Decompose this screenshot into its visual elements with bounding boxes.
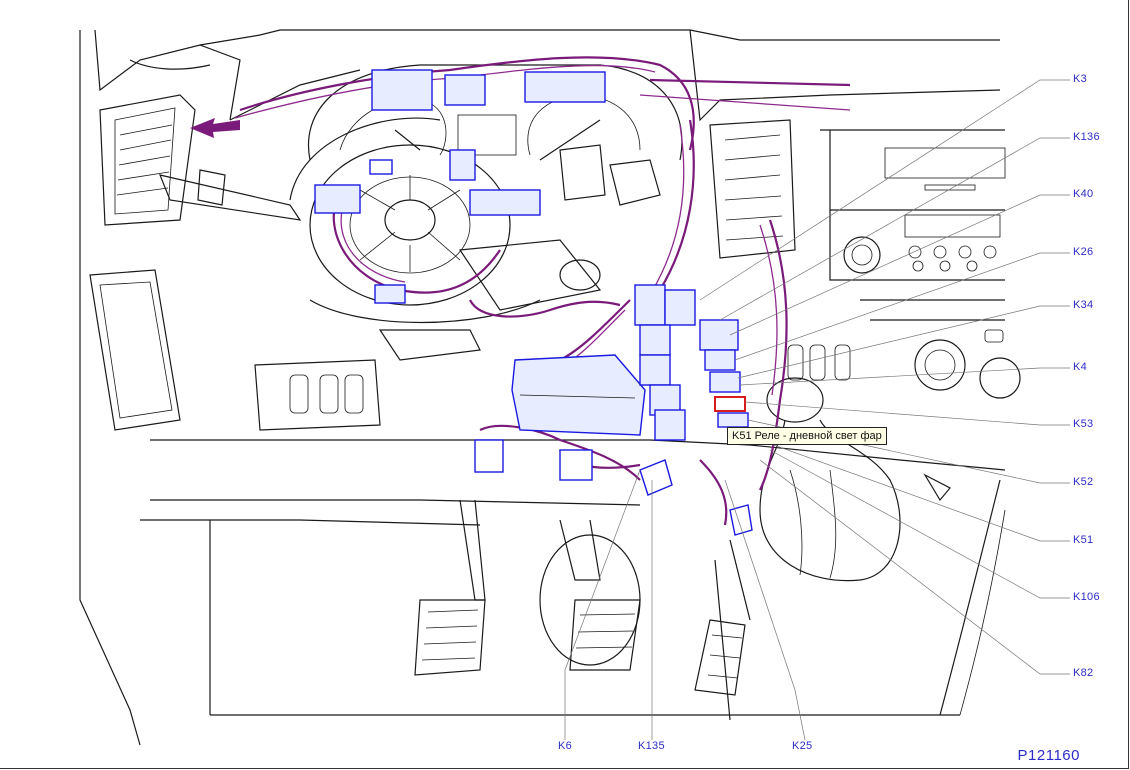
center-air-vent [709,119,796,259]
drawing-reference-code: P121160 [1017,747,1080,764]
steering-wheel [289,117,541,324]
callout-k106[interactable]: K106 [1073,591,1100,603]
radio-unit [843,147,1006,274]
wiring-harness [234,56,851,526]
pedals [414,499,751,721]
wiper-stalk [159,118,302,221]
callout-k3[interactable]: K3 [1073,73,1088,85]
left-lower-panel [89,269,181,431]
callout-k135[interactable]: K135 [638,740,665,752]
switch-bank [254,329,481,431]
callout-k26[interactable]: K26 [1073,246,1094,258]
callout-k40[interactable]: K40 [1073,188,1094,200]
heater-controls [787,319,1021,502]
connectors [314,69,753,536]
left-air-vent [99,94,196,226]
callout-k25[interactable]: K25 [792,740,813,752]
leader-lines [564,79,1070,741]
callout-k82[interactable]: K82 [1073,667,1094,679]
component-tooltip: K51 Реле - дневной свет фар [727,427,887,445]
callout-k34[interactable]: K34 [1073,299,1094,311]
callout-k53[interactable]: K53 [1073,418,1094,430]
callout-k52[interactable]: K52 [1073,476,1094,488]
callout-k136[interactable]: K136 [1073,131,1100,143]
callout-k51[interactable]: K51 [1073,534,1094,546]
callout-k4[interactable]: K4 [1073,361,1088,373]
steering-column [458,144,661,311]
dashboard-outline [79,29,1006,746]
callout-k6[interactable]: K6 [558,740,573,752]
